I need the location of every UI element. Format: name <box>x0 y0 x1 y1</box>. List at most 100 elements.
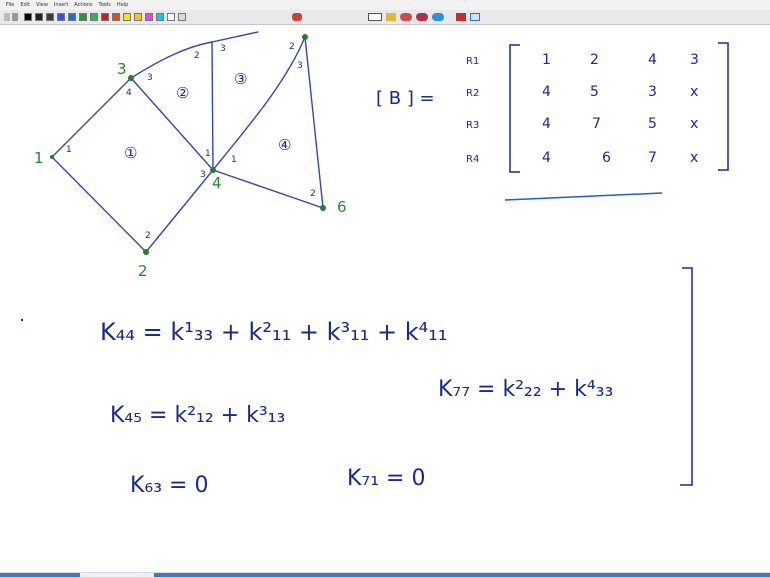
local-node: 2 <box>194 51 200 61</box>
color-swatch[interactable] <box>35 13 43 21</box>
equation-k77: K₇₇ = k²₂₂ + k⁴₃₃ <box>438 377 613 402</box>
color-swatch[interactable] <box>24 13 32 21</box>
element-label-1: ① <box>124 144 137 162</box>
matrix-cell: 5 <box>590 84 599 100</box>
matrix-cell: 3 <box>690 52 699 68</box>
equation-k71: K₇₁ = 0 <box>347 466 425 491</box>
color-swatch[interactable] <box>90 13 98 21</box>
matrix-cell: x <box>690 150 698 166</box>
edge-2-4 <box>145 169 214 253</box>
page-icon[interactable] <box>4 13 10 21</box>
matrix-cell: 4 <box>542 116 551 132</box>
pen-tool-icon[interactable] <box>368 13 382 21</box>
local-node: 3 <box>200 170 206 180</box>
color-swatch[interactable] <box>123 13 131 21</box>
node-label-2: 2 <box>138 262 148 280</box>
color-swatch[interactable] <box>178 13 186 21</box>
edge-top-4 <box>211 41 214 171</box>
edge-3-top <box>130 41 213 79</box>
matrix-cell: x <box>690 84 698 100</box>
matrix-bracket-right <box>718 42 729 171</box>
equation-bracket <box>680 267 693 486</box>
color-swatch[interactable] <box>134 13 142 21</box>
edge-3-4 <box>130 77 214 171</box>
menu-actions[interactable]: Actions <box>74 2 93 8</box>
element-label-4: ④ <box>278 136 291 154</box>
node-label-6: 6 <box>337 198 347 216</box>
local-node: 1 <box>205 149 211 159</box>
marker-icon[interactable] <box>386 13 396 21</box>
edge-1-2 <box>51 156 147 253</box>
matrix-cell: 4 <box>542 150 551 166</box>
matrix-cell: 4 <box>648 52 657 68</box>
equation-k63: K₆₃ = 0 <box>130 473 208 498</box>
edge-1-3 <box>51 77 132 158</box>
menu-file[interactable]: File <box>6 2 15 8</box>
bottom-scrollbar[interactable] <box>0 572 770 578</box>
highlighter-icon[interactable] <box>292 13 302 21</box>
local-node: 3 <box>147 73 153 83</box>
whiteboard-canvas[interactable]: 1 2 3 4 6 ① ② ③ ④ 1 2 3 4 2 3 2 3 1 1 2 … <box>0 25 770 572</box>
row-label: R1 <box>466 56 479 67</box>
row-label: R4 <box>466 154 479 165</box>
element-label-2: ② <box>176 84 189 102</box>
matrix-cell: 2 <box>590 52 599 68</box>
handwriting-layer: 1 2 3 4 6 ① ② ③ ④ 1 2 3 4 2 3 2 3 1 1 2 … <box>20 31 729 498</box>
matrix-lhs: [ B ] = <box>376 88 435 109</box>
color-swatch[interactable] <box>145 13 153 21</box>
color-swatch[interactable] <box>101 13 109 21</box>
pen-select-icon[interactable] <box>12 13 18 21</box>
undo-icon[interactable] <box>432 13 444 21</box>
node-label-1: 1 <box>34 149 44 167</box>
local-node: 3 <box>220 44 226 54</box>
row-label: R2 <box>466 88 479 99</box>
local-node: 1 <box>231 155 237 165</box>
matrix-cell: 4 <box>542 84 551 100</box>
local-node: 3 <box>297 61 303 71</box>
node-label-3: 3 <box>117 60 127 78</box>
edge-4-5 <box>212 36 306 171</box>
color-swatch[interactable] <box>156 13 164 21</box>
local-node: 1 <box>66 145 72 155</box>
local-node: 2 <box>289 42 295 52</box>
scroll-thumb[interactable] <box>80 573 154 577</box>
color-swatch[interactable] <box>46 13 54 21</box>
element-label-3: ③ <box>234 70 247 88</box>
equation-k45: K₄₅ = k²₁₂ + k³₁₃ <box>110 403 285 428</box>
stray-dot <box>20 318 24 322</box>
lasso-icon[interactable] <box>416 13 428 21</box>
node-label-4: 4 <box>212 174 222 192</box>
edge-5-6 <box>304 36 324 209</box>
matrix-cell: 6 <box>602 150 611 166</box>
color-swatch[interactable] <box>112 13 120 21</box>
toolbar <box>0 10 770 25</box>
matrix-bracket-left <box>509 44 520 173</box>
color-swatch[interactable] <box>167 13 175 21</box>
matrix-cell: 1 <box>542 52 551 68</box>
local-node: 2 <box>145 231 151 241</box>
mesh-edges <box>51 31 324 253</box>
local-node: 4 <box>126 88 132 98</box>
menu-insert[interactable]: Insert <box>53 2 69 8</box>
scroll-track[interactable] <box>0 573 770 577</box>
eraser-icon[interactable] <box>400 13 412 21</box>
edge-top <box>211 31 259 43</box>
edge-4-6 <box>212 169 324 209</box>
menu-tools[interactable]: Tools <box>98 2 111 8</box>
local-node: 2 <box>310 189 316 199</box>
matrix-cell: x <box>690 116 698 132</box>
menu-edit[interactable]: Edit <box>20 2 31 8</box>
matrix-cell: 7 <box>648 150 657 166</box>
color-swatch[interactable] <box>79 13 87 21</box>
row-label: R3 <box>466 120 479 131</box>
menu-view[interactable]: View <box>36 2 48 8</box>
menu-help[interactable]: Help <box>116 2 129 8</box>
node-dots <box>50 34 326 255</box>
redo-icon[interactable] <box>470 13 480 21</box>
color-swatch[interactable] <box>68 13 76 21</box>
color-swatch[interactable] <box>57 13 65 21</box>
matrix-cell: 3 <box>648 84 657 100</box>
insert-space-icon[interactable] <box>456 13 466 21</box>
equation-k44: K₄₄ = k¹₃₃ + k²₁₁ + k³₁₁ + k⁴₁₁ <box>100 318 448 346</box>
matrix-cell: 5 <box>648 116 657 132</box>
